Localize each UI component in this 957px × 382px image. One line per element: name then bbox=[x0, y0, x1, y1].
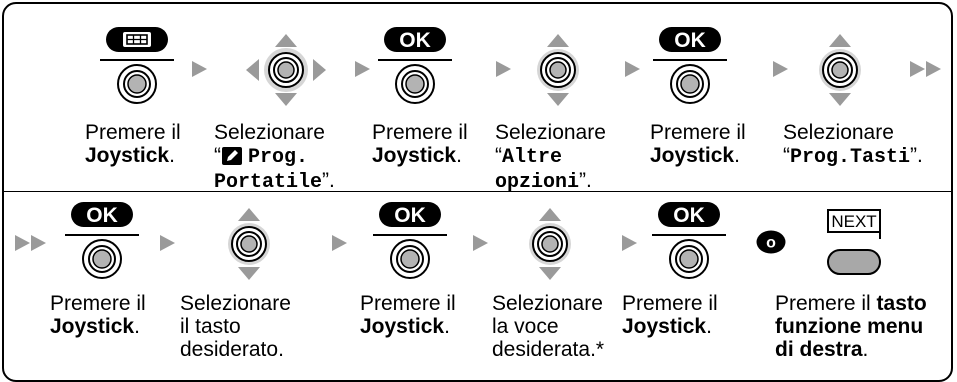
joystick-updown-icon bbox=[227, 208, 271, 280]
menu-key-joystick-icon bbox=[100, 26, 174, 106]
step-10-label: Selezionare la voce desiderata.* bbox=[492, 292, 605, 361]
row-divider bbox=[2, 191, 953, 192]
joystick-updown-icon bbox=[528, 208, 572, 280]
step-4-label: Selezionare “Altre opzioni”. bbox=[495, 121, 606, 194]
step-2-label: Selezionare “Prog. Portatile”. bbox=[214, 121, 335, 194]
ok-joystick-icon: OK bbox=[378, 26, 452, 106]
joystick-updown-icon bbox=[536, 34, 580, 106]
ok-joystick-icon: OK bbox=[653, 26, 727, 106]
step-7-label: Premere il Joystick. bbox=[50, 292, 146, 338]
ok-joystick-icon: OK bbox=[373, 201, 447, 281]
arrow-right-icon bbox=[622, 235, 637, 251]
next-soft-key-icon: NEXT bbox=[822, 209, 886, 279]
step-3-label: Premere il Joystick. bbox=[372, 121, 468, 167]
ok-key-label: OK bbox=[399, 29, 431, 52]
or-label: o bbox=[766, 235, 776, 252]
ok-key-label: OK bbox=[674, 29, 706, 52]
arrow-right-icon bbox=[332, 235, 347, 251]
or-badge: o bbox=[756, 230, 786, 254]
step-11-label: Premere il Joystick. bbox=[622, 292, 718, 338]
arrow-right-icon bbox=[355, 61, 370, 77]
next-label: NEXT bbox=[831, 212, 876, 231]
arrow-right-icon bbox=[160, 235, 175, 251]
step-9-label: Premere il Joystick. bbox=[360, 292, 456, 338]
arrow-right-icon bbox=[473, 235, 488, 251]
step-1-label: Premere il Joystick. bbox=[85, 121, 181, 167]
arrow-right-icon bbox=[192, 61, 207, 77]
step-8-label: Selezionare il tasto desiderato. bbox=[180, 292, 291, 361]
ok-joystick-icon: OK bbox=[65, 201, 139, 281]
arrow-right-icon bbox=[496, 61, 511, 77]
ok-key-label: OK bbox=[86, 204, 118, 227]
continue-arrow-icon bbox=[910, 61, 942, 77]
edit-icon bbox=[222, 147, 242, 165]
ok-key-label: OK bbox=[673, 204, 705, 227]
joystick-4way-icon bbox=[246, 34, 326, 106]
step-5-label: Premere il Joystick. bbox=[650, 121, 746, 167]
arrow-right-icon bbox=[773, 61, 788, 77]
continue-arrow-icon bbox=[15, 235, 47, 251]
ok-joystick-icon: OK bbox=[652, 201, 726, 281]
step-12-label: Premere il tasto funzione menu di destra… bbox=[775, 292, 927, 361]
ok-key-label: OK bbox=[394, 204, 426, 227]
arrow-right-icon bbox=[625, 61, 640, 77]
joystick-updown-icon bbox=[818, 34, 862, 106]
step-6-label: Selezionare “Prog.Tasti”. bbox=[783, 121, 923, 169]
